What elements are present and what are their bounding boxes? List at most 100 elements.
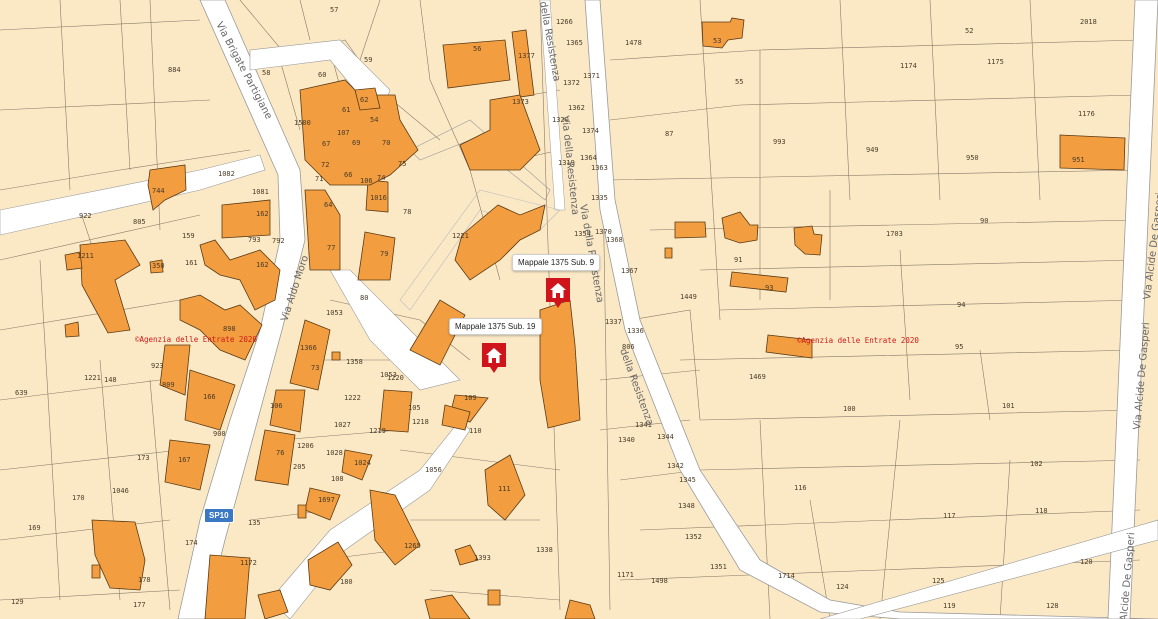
parcel-number: 1081 [252,188,269,196]
parcel-number: 54 [370,116,378,124]
parcel-number: 94 [957,301,965,309]
parcel-number: 95 [955,343,963,351]
parcel-number: 177 [133,601,146,609]
parcel-number: 1498 [651,577,668,585]
parcel-number: 1354 [574,230,591,238]
parcel-number: 884 [168,66,181,74]
parcel-number: 105 [408,404,421,412]
marker-label-sub9: Mappale 1375 Sub. 9 [512,254,601,271]
parcel-number: 1351 [710,563,727,571]
parcel-number: 91 [734,256,742,264]
parcel-number: 1500 [294,119,311,127]
parcel-number: 106 [360,177,373,185]
parcel-number: 792 [272,237,285,245]
parcel-number: 56 [473,45,481,53]
parcel-number: 350 [152,262,165,270]
parcel-number: 1371 [583,72,600,80]
parcel-number: 1449 [680,293,697,301]
parcel-number: 169 [28,524,41,532]
parcel-number: 1337 [605,318,622,326]
parcel-number: 64 [324,201,332,209]
parcel-number: 107 [337,129,350,137]
parcel-number: 1697 [318,496,335,504]
parcel-number: 170 [72,494,85,502]
parcel-number: 71 [315,175,323,183]
parcel-number: 922 [79,212,92,220]
parcel-number: 949 [866,146,879,154]
parcel-number: 1478 [625,39,642,47]
parcel-number: 178 [138,576,151,584]
parcel-number: 900 [213,430,226,438]
parcel-number: 1218 [412,418,429,426]
parcel-number: 1053 [326,309,343,317]
parcel-number: 993 [773,138,786,146]
parcel-number: 161 [185,259,198,267]
parcel-number: 1206 [297,442,314,450]
parcel-number: 148 [104,376,117,384]
buildings [64,17,1126,619]
parcel-number: 1046 [112,487,129,495]
marker-sub9[interactable] [544,276,572,310]
parcel-number: 167 [178,456,191,464]
parcel-number: 60 [318,71,326,79]
home-marker-icon [482,343,506,373]
parcel-number: 75 [398,160,406,168]
marker-label-sub19: Mappale 1375 Sub. 19 [449,318,542,335]
parcel-number: 1053 [380,371,397,379]
parcel-number: 1373 [512,98,529,106]
parcel-number: 1344 [657,433,674,441]
parcel-number: 1469 [749,373,766,381]
parcel-number: 898 [223,325,236,333]
parcel-number: 923 [151,362,164,370]
parcel-number: 1171 [617,571,634,579]
parcel-number: 58 [262,69,270,77]
parcel-number: 120 [1080,558,1093,566]
parcel-number: 166 [203,393,216,401]
parcel-number: 119 [943,602,956,610]
parcel-number: 62 [360,96,368,104]
parcel-number: 1221 [452,232,469,240]
parcel-number: 1220 [387,374,404,382]
parcel-number: 180 [340,578,353,586]
marker-sub19[interactable] [480,341,508,375]
parcel-number: 67 [322,140,330,148]
parcel-number: 1372 [563,79,580,87]
parcel-number: 101 [1002,402,1015,410]
parcel-number: 1211 [77,252,94,260]
parcel-number: 1393 [474,554,491,562]
parcel-number: 1377 [518,52,535,60]
parcel-number: 55 [735,78,743,86]
parcel-number: 117 [943,512,956,520]
parcel-number: 162 [256,210,269,218]
parcel-number: 1016 [370,194,387,202]
parcel-number: 118 [1035,507,1048,515]
parcel-number: 1174 [900,62,917,70]
parcel-number: 93 [765,284,773,292]
parcel-number: 1056 [425,466,442,474]
parcel-number: 124 [836,583,849,591]
parcel-number: 1342 [667,462,684,470]
parcel-number: 639 [15,389,28,397]
parcel-number: 1364 [580,154,597,162]
parcel-number: 1335 [591,194,608,202]
parcel-number: 76 [276,449,284,457]
parcel-number: 793 [248,236,261,244]
parcel-number: 111 [498,485,511,493]
parcel-number: 128 [1046,602,1059,610]
parcel-number: 73 [311,364,319,372]
parcel-number: 135 [248,519,261,527]
parcel-number: 1320 [552,116,569,124]
parcel-number: 1265 [404,542,421,550]
copyright-left: ©Agenzia delle Entrate 2020 [135,335,257,344]
parcel-number: 61 [342,106,350,114]
parcel-number: 1222 [344,394,361,402]
parcel-number: 1366 [300,344,317,352]
parcel-number: 90 [980,217,988,225]
parcel-number: 1374 [582,127,599,135]
parcel-number: 69 [352,139,360,147]
parcel-number: 806 [622,343,635,351]
